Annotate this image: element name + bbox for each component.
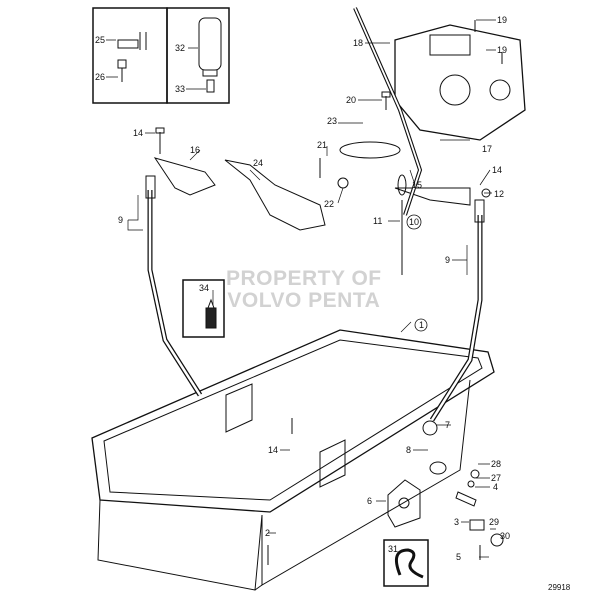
clip-part-31 bbox=[394, 548, 424, 579]
oil-module bbox=[394, 24, 526, 141]
inset-box-32-33 bbox=[166, 7, 230, 104]
callout-11: 11 bbox=[373, 216, 383, 226]
callout-circle-1 bbox=[414, 318, 428, 332]
callout-circle-10 bbox=[406, 214, 422, 230]
callout-34: 34 bbox=[199, 283, 210, 293]
callout-32: 32 bbox=[175, 43, 186, 53]
callout-23: 23 bbox=[327, 116, 338, 126]
callout-28: 28 bbox=[491, 459, 502, 469]
callout-19: 19 bbox=[497, 45, 508, 55]
callout-24: 24 bbox=[253, 158, 264, 168]
oil-pan bbox=[91, 329, 495, 591]
callout-5: 5 bbox=[456, 552, 462, 562]
callout-8: 8 bbox=[406, 445, 412, 455]
callout-14: 14 bbox=[133, 128, 144, 138]
dipstick-tube-right bbox=[429, 199, 485, 422]
callout-30: 30 bbox=[500, 531, 511, 541]
cable-23 bbox=[339, 141, 401, 159]
inset-box-31 bbox=[383, 539, 429, 587]
watermark-line-1: PROPERTY OF bbox=[226, 267, 382, 290]
leader-lines bbox=[106, 19, 496, 558]
dipstick-11 bbox=[397, 174, 407, 275]
inset-box-34 bbox=[182, 279, 225, 338]
callout-12: 12 bbox=[494, 189, 505, 199]
sealant-bottle-34 bbox=[205, 298, 217, 329]
bracket-part-24 bbox=[224, 159, 326, 231]
watermark: PROPERTY OF VOLVO PENTA bbox=[226, 268, 382, 312]
callout-18: 18 bbox=[353, 38, 364, 48]
callout-6: 6 bbox=[367, 496, 373, 506]
callout-27: 27 bbox=[491, 473, 502, 483]
callout-4: 4 bbox=[493, 482, 499, 492]
callout-15: 15 bbox=[412, 180, 423, 190]
callout-10: 10 bbox=[409, 217, 420, 227]
watermark-line-2: VOLVO PENTA bbox=[227, 289, 381, 312]
callout-25: 25 bbox=[95, 35, 106, 45]
callout-14: 14 bbox=[492, 165, 503, 175]
callout-31: 31 bbox=[388, 544, 399, 554]
callout-9: 9 bbox=[445, 255, 451, 265]
callout-9: 9 bbox=[118, 215, 124, 225]
fitting-part-33 bbox=[206, 79, 215, 93]
bracket-part-15 bbox=[394, 187, 471, 206]
dipstick-handle-18 bbox=[353, 7, 423, 216]
callout-29: 29 bbox=[489, 517, 500, 527]
callout-19: 19 bbox=[497, 15, 508, 25]
inset-box-25-26 bbox=[92, 7, 168, 104]
callout-7: 7 bbox=[445, 420, 451, 430]
callout-22: 22 bbox=[324, 199, 335, 209]
callout-3: 3 bbox=[454, 517, 460, 527]
callout-2: 2 bbox=[265, 528, 271, 538]
callout-33: 33 bbox=[175, 84, 186, 94]
callout-1: 1 bbox=[419, 320, 425, 330]
bolts bbox=[155, 20, 504, 565]
filter-part-32 bbox=[198, 17, 222, 77]
bolt-part-26 bbox=[117, 59, 127, 82]
callout-21: 21 bbox=[317, 140, 328, 150]
callout-16: 16 bbox=[190, 145, 201, 155]
pump-part-6 bbox=[387, 479, 421, 528]
callout-14: 14 bbox=[268, 445, 279, 455]
bracket-part-16 bbox=[153, 157, 216, 196]
callout-17: 17 bbox=[482, 144, 493, 154]
dipstick-tube-left bbox=[145, 175, 203, 397]
bracket-part-25 bbox=[117, 32, 147, 50]
callout-26: 26 bbox=[95, 72, 106, 82]
callout-20: 20 bbox=[346, 95, 357, 105]
figure-number: 29918 bbox=[548, 583, 571, 592]
